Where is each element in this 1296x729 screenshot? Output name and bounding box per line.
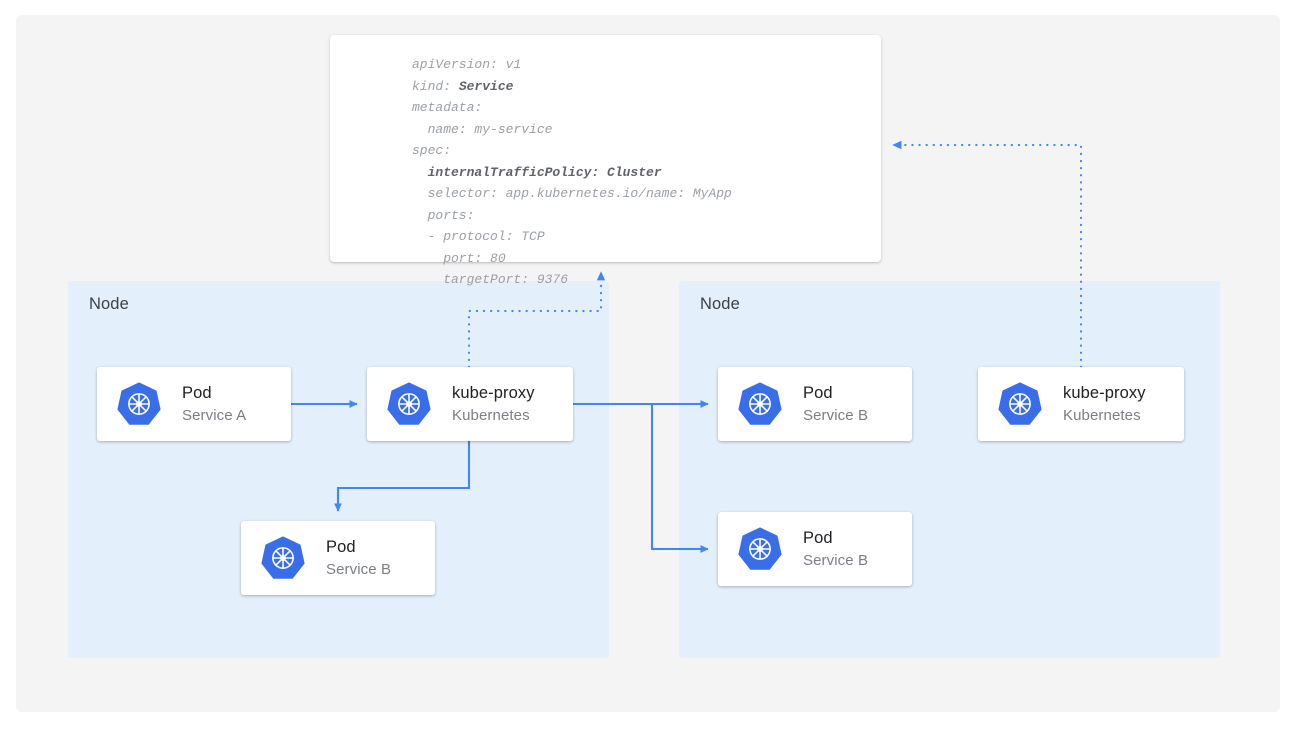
- entity-subtitle: Service B: [326, 560, 392, 578]
- entity-labels: Pod Service A: [182, 383, 246, 426]
- entity-labels: kube-proxy Kubernetes: [452, 383, 535, 426]
- entity-labels: Pod Service B: [803, 383, 868, 426]
- node-container-right: Node: [679, 281, 1220, 658]
- entity-title: Pod: [803, 528, 833, 547]
- entity-subtitle: Kubernetes: [452, 406, 530, 424]
- entity-pod-service-b-remote-top[interactable]: Pod Service B: [718, 367, 912, 441]
- kubernetes-icon: [997, 381, 1043, 427]
- entity-title: Pod: [182, 383, 212, 402]
- entity-kube-proxy-left[interactable]: kube-proxy Kubernetes: [367, 367, 573, 441]
- entity-title: Pod: [326, 537, 356, 556]
- entity-title: Pod: [803, 383, 833, 402]
- entity-subtitle: Kubernetes: [1063, 406, 1141, 424]
- entity-pod-service-a[interactable]: Pod Service A: [97, 367, 291, 441]
- entity-title: kube-proxy: [1063, 383, 1146, 402]
- entity-kube-proxy-right[interactable]: kube-proxy Kubernetes: [978, 367, 1184, 441]
- node-label-left: Node: [89, 295, 129, 313]
- node-container-left: Node: [68, 281, 609, 658]
- entity-labels: Pod Service B: [326, 537, 391, 580]
- service-spec-yaml: apiVersion: v1 kind: Service metadata: n…: [412, 57, 732, 287]
- entity-labels: Pod Service B: [803, 528, 868, 571]
- node-label-right: Node: [700, 295, 740, 313]
- service-spec-card: apiVersion: v1 kind: Service metadata: n…: [330, 35, 881, 287]
- kubernetes-icon: [737, 381, 783, 427]
- entity-pod-service-b-remote-bottom[interactable]: Pod Service B: [718, 512, 912, 586]
- entity-title: kube-proxy: [452, 383, 535, 402]
- entity-subtitle: Service B: [803, 551, 869, 569]
- kubernetes-icon: [260, 535, 306, 581]
- entity-subtitle: Service B: [803, 406, 869, 424]
- kubernetes-icon: [737, 526, 783, 572]
- entity-labels: kube-proxy Kubernetes: [1063, 383, 1146, 426]
- kubernetes-icon: [386, 381, 432, 427]
- entity-subtitle: Service A: [182, 406, 247, 424]
- kubernetes-icon: [116, 381, 162, 427]
- entity-pod-service-b-local[interactable]: Pod Service B: [241, 521, 435, 595]
